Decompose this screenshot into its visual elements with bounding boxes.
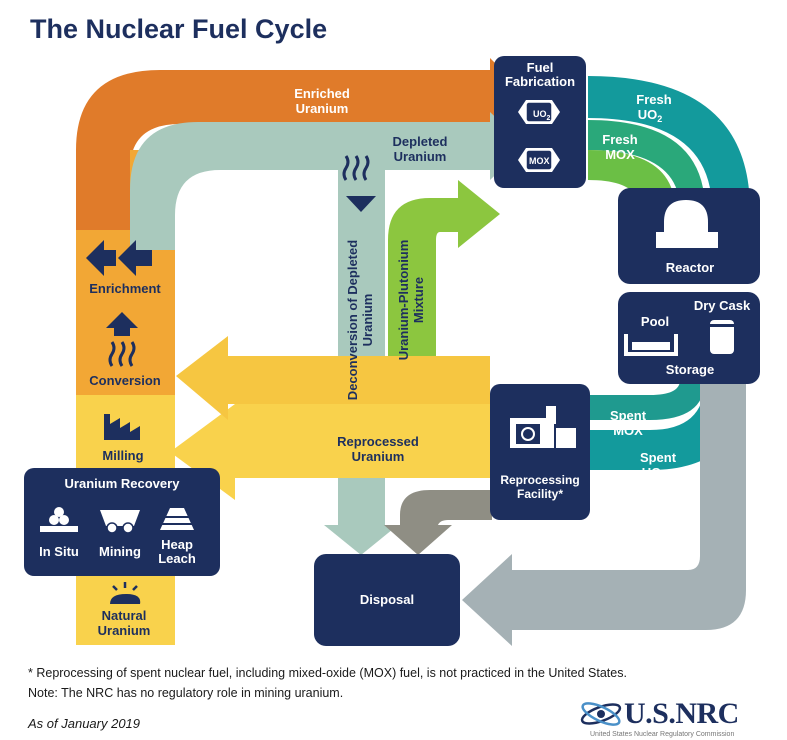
uranium-plutonium-label: Uranium-Plutonium Mixture (396, 240, 426, 361)
conversion-label: Conversion (89, 373, 161, 388)
reprocessing-facility-label: Reprocessing Facility* (500, 473, 579, 501)
conversion-icon (106, 312, 138, 367)
as-of-date: As of January 2019 (28, 716, 141, 731)
uo2-label: UO2 (533, 109, 551, 122)
svg-text:Fuel: Fuel (527, 60, 554, 75)
mining-cart-icon (100, 510, 140, 534)
milling-factory-icon (104, 414, 140, 440)
fresh-mox-label: Fresh MOX (602, 132, 637, 162)
pool-icon (624, 334, 678, 356)
mox-label: MOX (529, 156, 550, 166)
svg-text:Fresh: Fresh (602, 132, 637, 147)
svg-text:Uranium: Uranium (352, 449, 405, 464)
uranium-recovery-label: Uranium Recovery (65, 476, 181, 491)
in-situ-label: In Situ (39, 544, 79, 559)
page-title: The Nuclear Fuel Cycle (30, 14, 328, 44)
svg-text:Uranium: Uranium (360, 294, 375, 347)
reactor-icon (656, 200, 718, 248)
reprocessing-facility-icon (510, 406, 576, 448)
svg-text:Natural: Natural (102, 608, 147, 623)
enrichment-label: Enrichment (89, 281, 161, 296)
storage-box (618, 292, 760, 384)
mox-pellet-icon (518, 148, 560, 172)
heap-leach-icon (160, 508, 194, 530)
svg-text:MOX: MOX (613, 423, 643, 438)
disposal-label: Disposal (360, 592, 414, 607)
svg-text:Fabrication: Fabrication (505, 74, 575, 89)
svg-text:Leach: Leach (158, 551, 196, 566)
fuel-cycle-diagram: Enriched Uranium Depleted Uranium Fuel F… (24, 56, 760, 646)
enriched-uranium-arrow (76, 58, 528, 250)
dry-cask-label: Dry Cask (694, 298, 751, 313)
in-situ-icon (40, 507, 78, 532)
nrc-note: Note: The NRC has no regulatory role in … (28, 686, 344, 700)
nrc-atom-logo-icon (580, 702, 622, 726)
svg-text:UO2: UO2 (642, 465, 667, 482)
reactor-label: Reactor (666, 260, 714, 275)
svg-text:Reprocessing: Reprocessing (500, 473, 579, 487)
deconversion-icon (342, 155, 376, 212)
svg-text:Uranium: Uranium (98, 623, 151, 638)
svg-text:Reprocessed: Reprocessed (337, 434, 419, 449)
svg-text:Mixture: Mixture (411, 277, 426, 323)
svg-text:UO2: UO2 (638, 107, 663, 124)
svg-text:MOX: MOX (605, 147, 635, 162)
svg-text:Spent: Spent (640, 450, 677, 465)
natural-uranium-label: Natural Uranium (98, 608, 151, 638)
svg-text:Spent: Spent (610, 408, 647, 423)
enriched-uranium-label: Enriched Uranium (294, 86, 350, 116)
svg-text:Fresh: Fresh (636, 92, 671, 107)
svg-text:Facility*: Facility* (517, 487, 563, 501)
disposal-box (314, 554, 460, 646)
spent-mox-label: Spent MOX (610, 408, 647, 438)
svg-text:Deconversion of Depleted: Deconversion of Depleted (345, 240, 360, 400)
depleted-uranium-arrow (130, 112, 526, 250)
depleted-uranium-label: Depleted Uranium (393, 134, 448, 164)
heap-leach-label: Heap Leach (158, 537, 196, 566)
nrc-logo: U.S.NRC (624, 697, 739, 730)
svg-text:Uranium-Plutonium: Uranium-Plutonium (396, 240, 411, 361)
reprocessing-footnote: * Reprocessing of spent nuclear fuel, in… (28, 666, 627, 680)
fresh-uo2-label: Fresh UO2 (636, 92, 671, 124)
svg-text:Enriched: Enriched (294, 86, 350, 101)
storage-to-disposal-arrow (462, 380, 746, 646)
svg-text:Depleted: Depleted (393, 134, 448, 149)
milling-label: Milling (102, 448, 143, 463)
deconversion-label: Deconversion of Depleted Uranium (345, 240, 375, 400)
dry-cask-icon (710, 320, 734, 354)
svg-text:Heap: Heap (161, 537, 193, 552)
reprocessed-uranium-label: Reprocessed Uranium (337, 434, 419, 464)
uo2-pellet-icon (518, 100, 560, 124)
pool-label: Pool (641, 314, 669, 329)
storage-label: Storage (666, 362, 714, 377)
spent-uo2-label: Spent UO2 (640, 450, 677, 482)
svg-text:Uranium: Uranium (394, 149, 447, 164)
reprocessing-to-disposal-arrow (384, 490, 492, 555)
natural-uranium-icon (110, 582, 141, 604)
fuel-fabrication-label: Fuel Fabrication (505, 60, 575, 89)
mining-label: Mining (99, 544, 141, 559)
enrichment-icon (86, 240, 152, 276)
svg-text:Uranium: Uranium (296, 101, 349, 116)
nrc-logo-subtitle: United States Nuclear Regulatory Commiss… (590, 731, 735, 738)
